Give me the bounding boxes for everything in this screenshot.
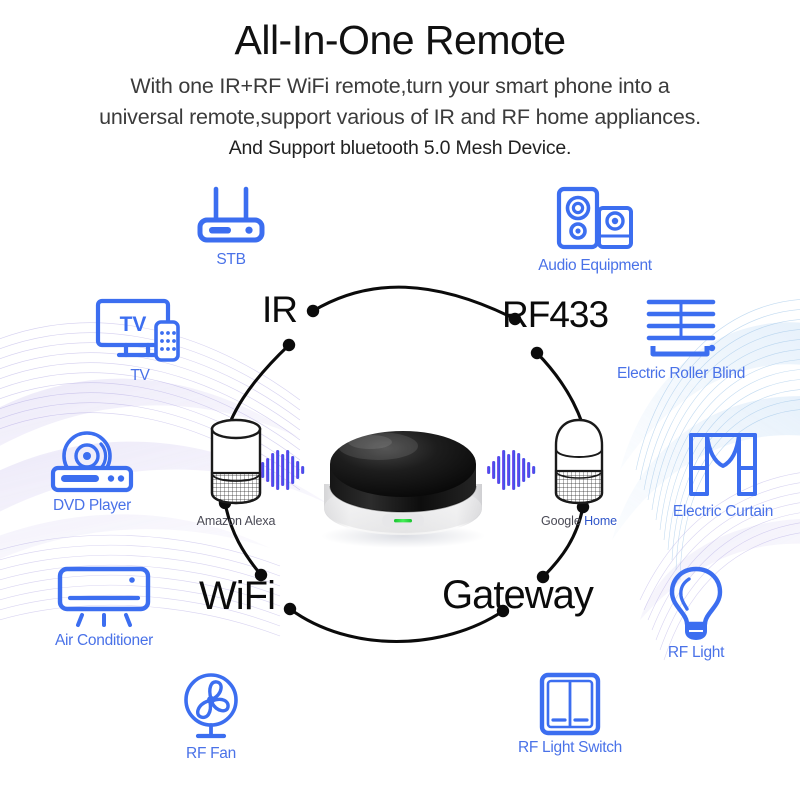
svg-text:TV: TV (120, 313, 147, 336)
arc-bottom (288, 607, 505, 644)
audio-speakers-icon (556, 186, 633, 250)
subtitle-block: With one IR+RF WiFi remote,turn your sma… (0, 71, 800, 133)
subtitle-line-1: With one IR+RF WiFi remote,turn your sma… (130, 74, 670, 99)
device-tv: TV TV (78, 298, 202, 384)
device-rf-light-switch: RF Light Switch (495, 672, 645, 756)
device-dvd-player: DVD Player (22, 430, 162, 514)
amazon-alexa-icon (210, 418, 262, 505)
google-home-label: Google Home (518, 514, 640, 528)
device-electric-roller-blind: Electric Roller Blind (590, 296, 772, 382)
television-icon: TV (95, 298, 180, 362)
bluetooth-support-line: And Support bluetooth 5.0 Mesh Device. (228, 137, 572, 160)
page-title: All-In-One Remote (234, 17, 566, 63)
device-stb-label: STB (216, 251, 246, 268)
google-home-speaker: Google Home (518, 415, 640, 528)
device-rf-fan-label: RF Fan (186, 745, 236, 762)
hub-dome-top (330, 431, 476, 497)
air-conditioner-icon (57, 566, 151, 627)
device-air-conditioner: Air Conditioner (18, 565, 190, 649)
fan-icon (184, 673, 238, 739)
hub-led-indicator (394, 519, 412, 523)
device-rf-light-switch-label: RF Light Switch (517, 739, 623, 756)
ring-label-rf433: RF433 (502, 294, 609, 335)
google-home-label-suffix: Home (584, 514, 618, 528)
device-audio-equipment: Audio Equipment (520, 186, 670, 274)
soundwave-right-icon (487, 450, 536, 490)
ring-label-ir: IR (262, 289, 298, 330)
device-dvd-label: DVD Player (53, 497, 131, 514)
light-bulb-icon (669, 566, 723, 640)
amazon-alexa-label: Amazon Alexa (196, 514, 276, 528)
device-electric-curtain: Electric Curtain (648, 430, 798, 520)
arc-lower-right (541, 505, 585, 579)
ring-label-gateway: Gateway (442, 573, 594, 617)
device-audio-equipment-label: Audio Equipment (538, 257, 652, 274)
roller-blind-icon (646, 299, 716, 357)
header-block: All-In-One Remote With one IR+RF WiFi re… (0, 0, 800, 160)
device-rf-light-label: RF Light (667, 644, 725, 661)
hub-device-image (321, 431, 485, 548)
google-home-icon (554, 418, 604, 505)
amazon-alexa-speaker: Amazon Alexa (178, 415, 294, 528)
set-top-box-icon (197, 186, 265, 243)
ring-label-wifi: WiFi (199, 574, 276, 618)
device-tv-label: TV (130, 367, 150, 384)
device-air-conditioner-label: Air Conditioner (54, 632, 154, 649)
device-electric-roller-blind-label: Electric Roller Blind (616, 365, 746, 382)
dvd-player-icon (50, 431, 134, 493)
device-electric-curtain-label: Electric Curtain (672, 503, 774, 520)
curtain-icon (689, 433, 757, 496)
device-stb: STB (176, 186, 286, 268)
light-switch-icon (539, 672, 601, 736)
device-rf-light: RF Light (640, 565, 752, 661)
device-rf-fan: RF Fan (155, 672, 267, 762)
arc-top (311, 285, 517, 321)
google-home-label-prefix: Google (540, 514, 585, 528)
subtitle-line-2: universal remote,support various of IR a… (99, 105, 701, 130)
